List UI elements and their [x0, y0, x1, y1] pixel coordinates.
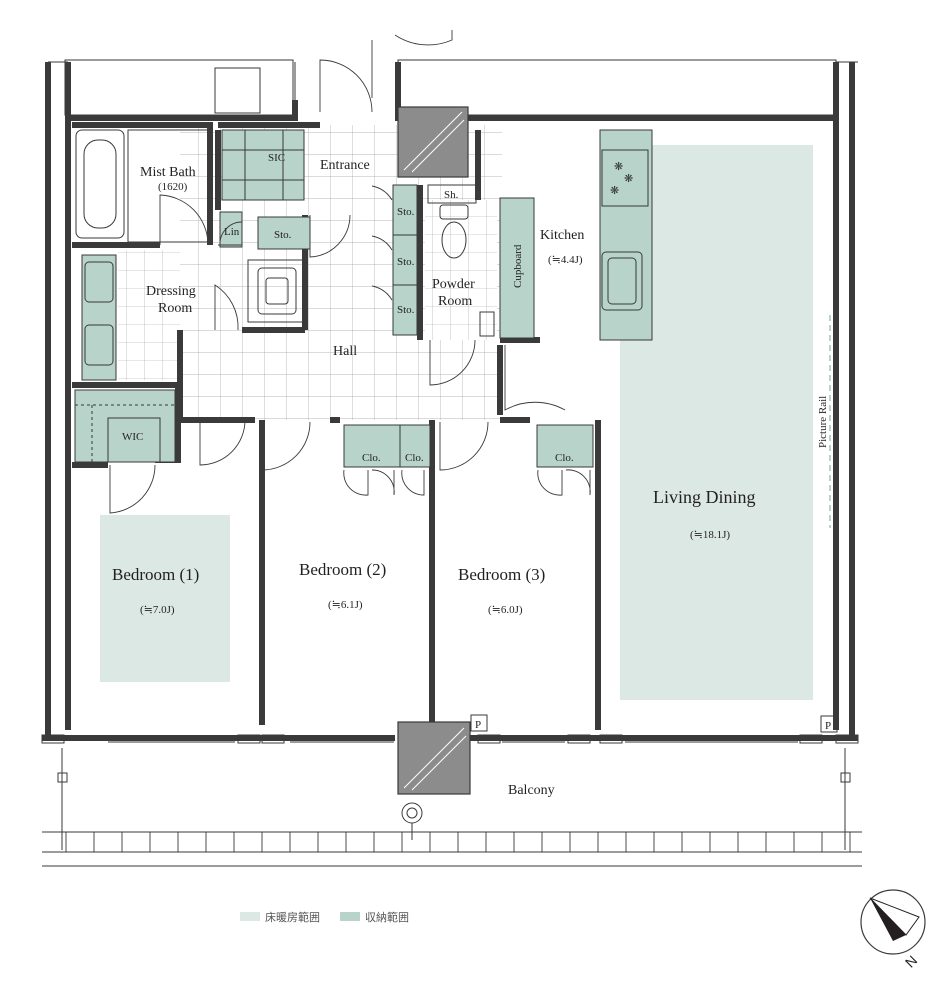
sto-a-label: Sto. — [397, 206, 415, 218]
dressing-label-1: Dressing — [146, 284, 196, 299]
washbasin-icon — [247, 259, 307, 323]
bathtub-icon — [75, 129, 125, 239]
powder-tiles — [425, 200, 497, 340]
p-mark-b: P — [825, 720, 831, 732]
p-mark-a: P — [475, 719, 481, 731]
clo-storage-b — [399, 424, 431, 468]
window-frames — [41, 734, 859, 744]
svg-text:❋: ❋ — [624, 173, 633, 185]
bedroom1-label: Bedroom (1) — [112, 565, 199, 584]
top-service-box — [214, 67, 261, 114]
svg-text:❋: ❋ — [614, 161, 623, 173]
legend-label-storage: 収納範囲 — [365, 910, 409, 924]
pipe-shaft-bottom — [397, 721, 471, 795]
pipe-shaft-top — [397, 106, 469, 178]
dressing-tiles — [118, 250, 180, 380]
clo-b-label: Clo. — [405, 452, 424, 464]
bedroom1-size: (≒7.0J) — [140, 604, 175, 616]
dressing-label-2: Room — [158, 301, 192, 316]
drain-icon — [401, 802, 423, 840]
shower-label: Sh. — [444, 189, 459, 201]
legend-swatch-heating — [240, 912, 260, 921]
kitchen-label: Kitchen — [540, 228, 584, 243]
mist-bath-area — [127, 129, 209, 243]
mist-bath-label: Mist Bath — [140, 165, 196, 180]
powder-label-2: Room — [438, 294, 472, 309]
hall-label: Hall — [333, 344, 357, 359]
kitchen-counter — [599, 129, 653, 341]
powder-sink — [479, 311, 495, 337]
balcony-label: Balcony — [508, 783, 555, 798]
svg-text:❋: ❋ — [610, 185, 619, 197]
living-storage-strip — [81, 254, 117, 381]
bedroom2-size: (≒6.1J) — [328, 599, 363, 611]
sto-b-label: Sto. — [397, 256, 415, 268]
wic-label: WIC — [122, 431, 143, 443]
door-swings — [109, 30, 591, 514]
mist-bath-size: (1620) — [158, 181, 188, 193]
clo-storage-c — [536, 424, 594, 468]
powder-label-1: Powder — [432, 277, 475, 292]
living-size: (≒18.1J) — [690, 529, 730, 541]
compass-north-icon: N — [860, 889, 926, 971]
cupboard-label: Cupboard — [512, 244, 524, 288]
clo-storage-a — [343, 424, 401, 468]
p-box-a — [470, 714, 488, 732]
sto-column — [392, 184, 418, 336]
lin-label: Lin — [224, 226, 240, 238]
sic-storage — [221, 129, 305, 201]
bedroom3-label: Bedroom (3) — [458, 565, 545, 584]
sto-c-label: Sto. — [397, 304, 415, 316]
balcony-railing — [42, 831, 862, 867]
p-box-b — [820, 715, 838, 733]
cupboard-storage — [499, 197, 535, 339]
kitchen-sink-icon — [601, 251, 643, 311]
legend: 床暖房範囲 収納範囲 — [240, 910, 409, 924]
bedroom3-size: (≒6.0J) — [488, 604, 523, 616]
heating-area-kitchen-strip — [655, 145, 813, 365]
bedroom2-label: Bedroom (2) — [299, 560, 386, 579]
legend-swatch-storage — [340, 912, 360, 921]
vanity-sink-icon — [84, 261, 114, 366]
stove-icon: ❋ ❋ ❋ — [601, 149, 649, 207]
clo-c-label: Clo. — [555, 452, 574, 464]
legend-label-heating: 床暖房範囲 — [265, 910, 320, 924]
kitchen-size: (≒4.4J) — [548, 254, 583, 266]
picture-rail-label: Picture Rail — [817, 396, 829, 448]
clo-a-label: Clo. — [362, 452, 381, 464]
entrance-label: Entrance — [320, 158, 370, 173]
compass-label: N — [902, 952, 920, 970]
heating-area-bedroom1 — [100, 515, 230, 682]
living-label: Living Dining — [653, 487, 756, 507]
lin-storage — [219, 211, 243, 248]
sto-hall-label: Sto. — [274, 229, 292, 241]
shower-area — [427, 184, 477, 204]
interior-walls — [72, 122, 601, 730]
toilet-icon — [439, 204, 469, 259]
sic-label: SIC — [268, 152, 285, 164]
